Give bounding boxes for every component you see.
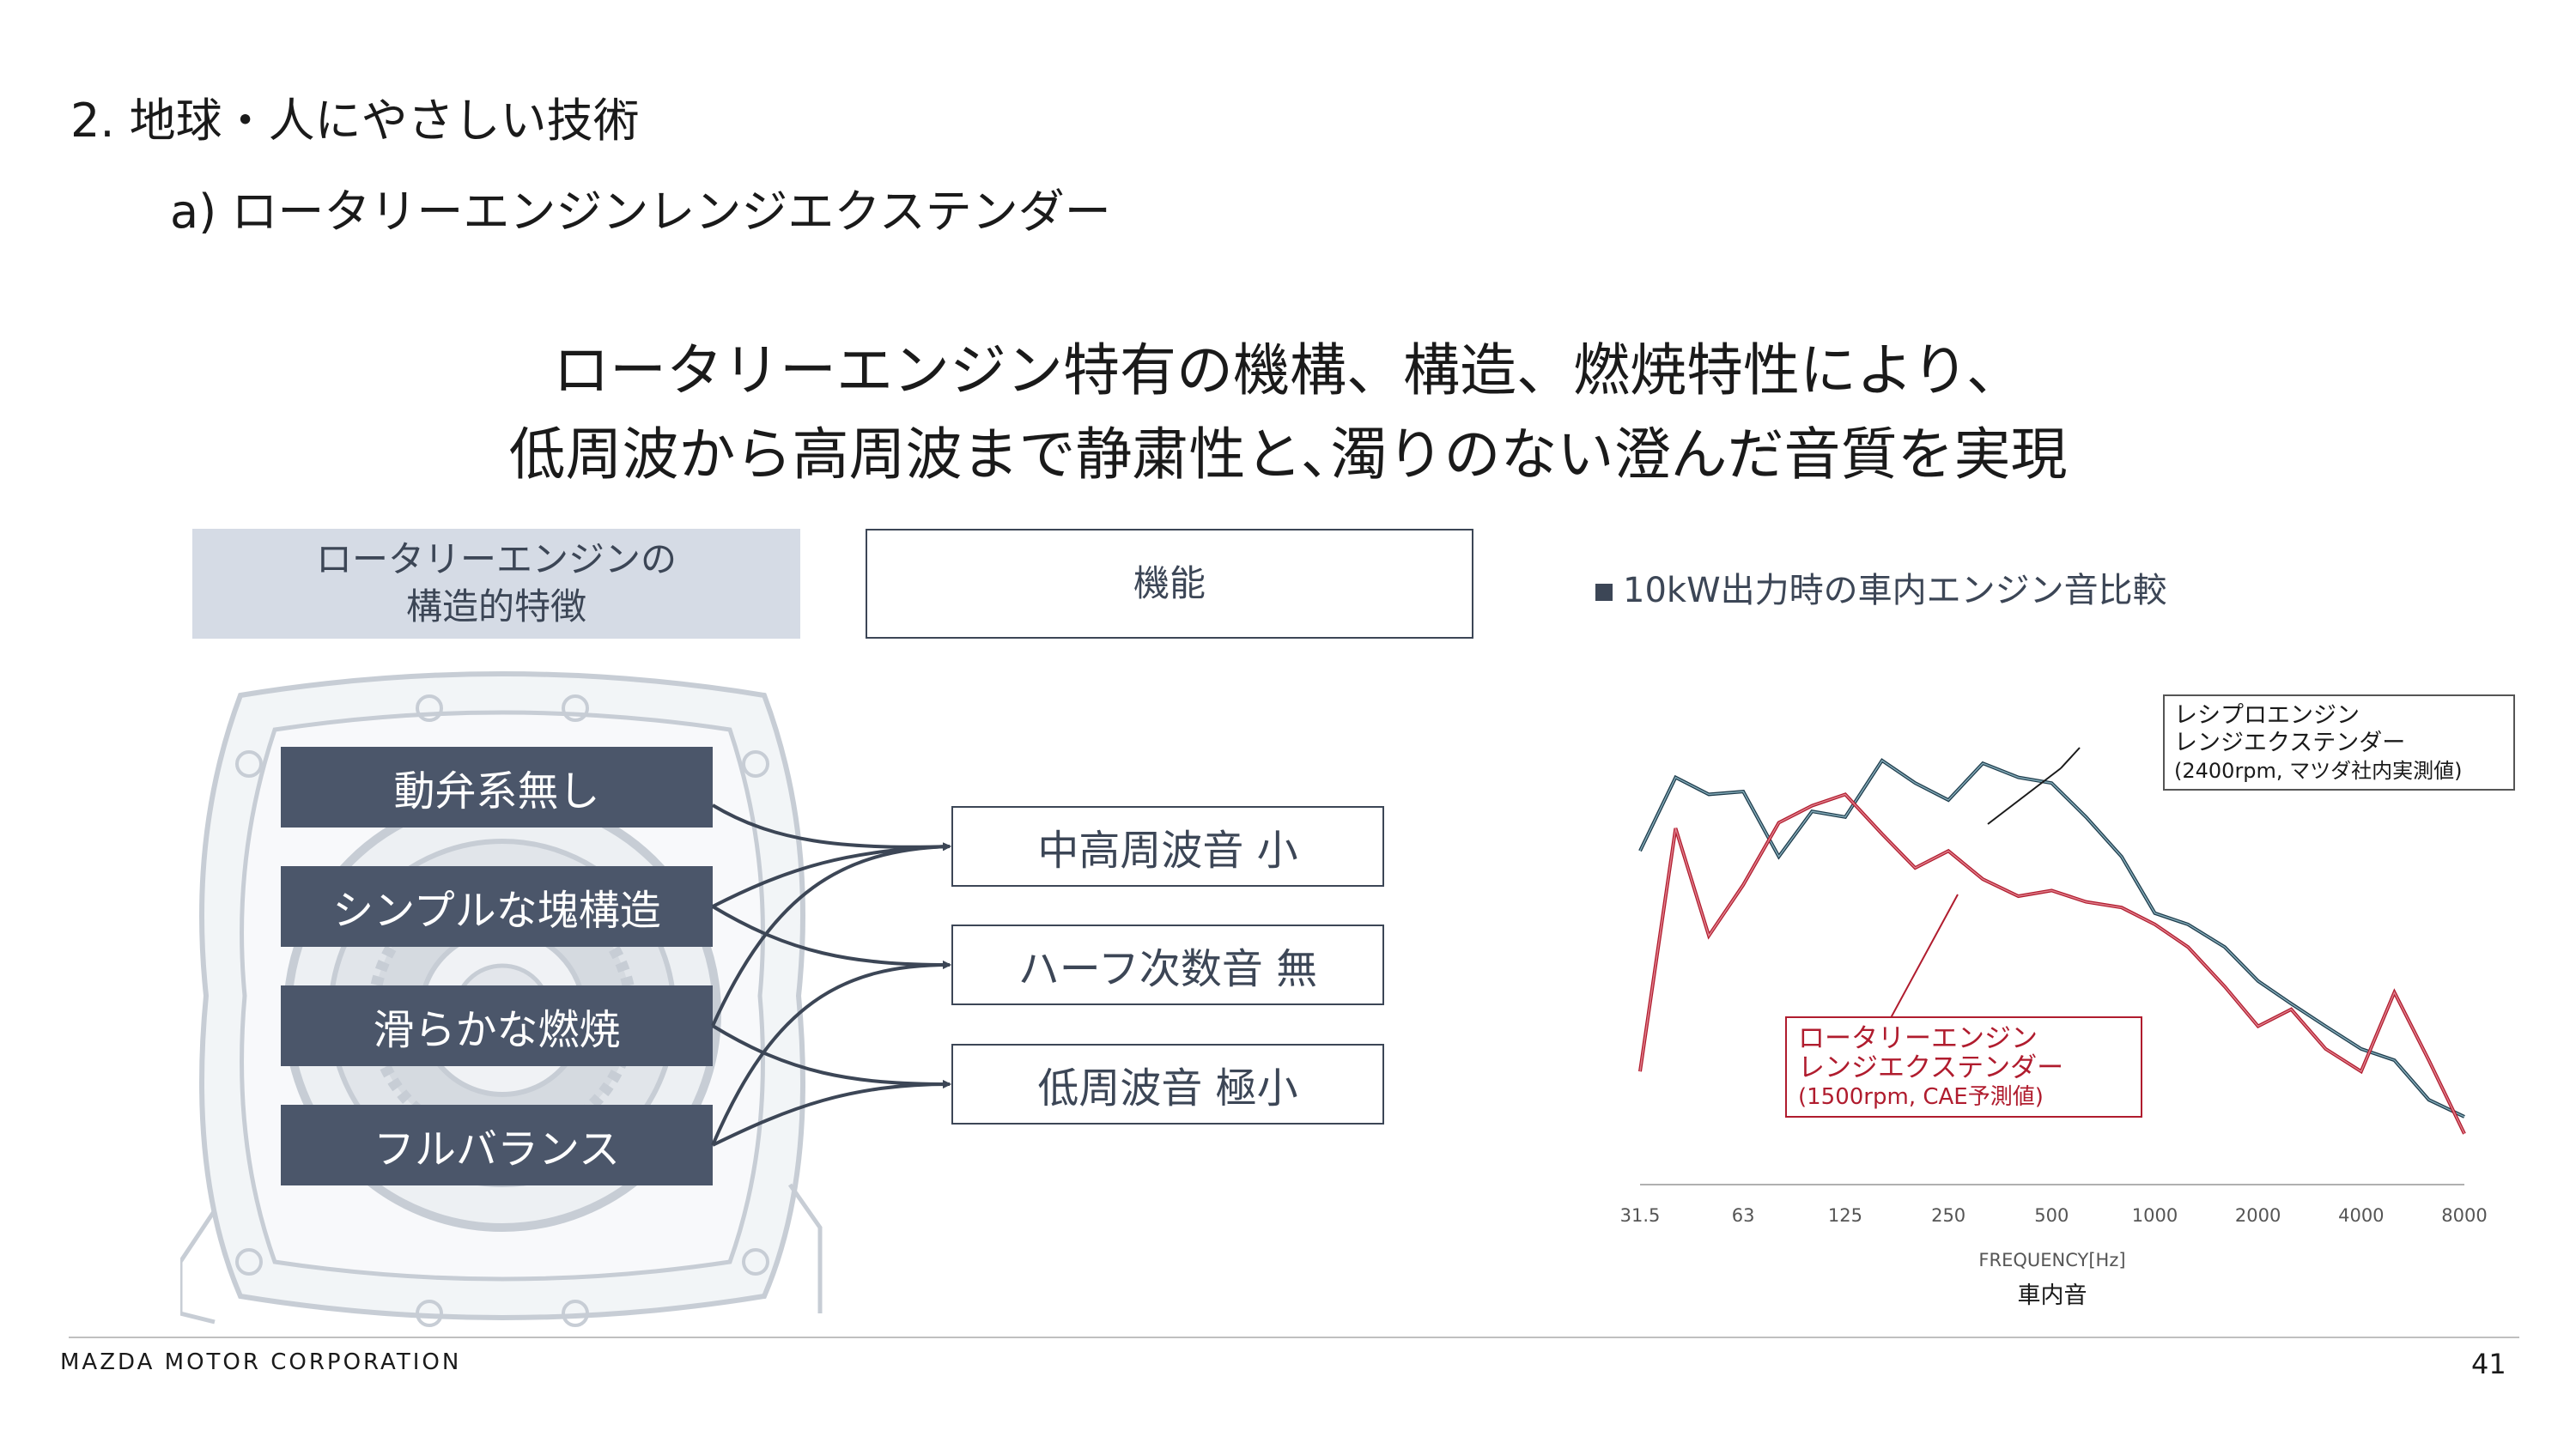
- series-recipro-highlight: [1639, 759, 2465, 1118]
- feature-simple-block-structure: シンプルな塊構造: [281, 866, 713, 947]
- rotary-label-line-1: ロータリーエンジン: [1798, 1023, 2038, 1054]
- feature-full-balance: フルバランス: [281, 1105, 713, 1185]
- x-tick-label-0: 31.5: [1620, 1205, 1661, 1226]
- x-tick-label-5: 1000: [2132, 1205, 2178, 1226]
- noise-comparison-chart: 31.5 63 125 250 500 1000 2000 4000 8000 レシプロエンジン…: [1620, 694, 2515, 1309]
- x-axis-label: FREQUENCY[Hz]: [1978, 1250, 2125, 1270]
- x-tick-label-4: 500: [2034, 1205, 2069, 1226]
- function-mid-high-freq-noise: 中高周波音 小: [951, 806, 1384, 887]
- recipro-leader-line: [2060, 747, 2081, 769]
- x-tick-label-1: 63: [1732, 1205, 1755, 1226]
- recipro-leader-line-2: [1987, 767, 2062, 825]
- function-header: 機能: [866, 529, 1473, 639]
- feature-smooth-combustion: 滑らかな燃焼: [281, 985, 713, 1066]
- x-tick-label-7: 4000: [2338, 1205, 2384, 1226]
- structure-header: ロータリーエンジンの 構造的特徴: [192, 529, 800, 639]
- rotary-leader-line: [1886, 894, 1959, 1027]
- feature-no-valvetrain: 動弁系無し: [281, 747, 713, 828]
- function-low-freq-noise: 低周波音 極小: [951, 1044, 1384, 1125]
- x-tick-label-3: 250: [1931, 1205, 1965, 1226]
- rotary-label-box: [1785, 1016, 2142, 1118]
- x-tick-label-8: 8000: [2441, 1205, 2487, 1226]
- recipro-label-box: [2163, 694, 2515, 791]
- rotary-label-line-2: レンジエクステンダー: [1798, 1052, 2063, 1083]
- recipro-label-line-2: レンジエクステンダー: [2174, 730, 2405, 756]
- chart-title: 10kW出力時の車内エンジン音比較: [1595, 562, 2167, 612]
- rotary-label-line-3: (1500rpm, CAE予測値): [1798, 1084, 2044, 1110]
- page-number: 41: [2471, 1348, 2506, 1380]
- x-axis-sublabel: 車内音: [2018, 1282, 2087, 1309]
- footer-company: MAZDA MOTOR CORPORATION: [60, 1349, 462, 1375]
- footer-divider: [69, 1337, 2519, 1338]
- square-bullet-icon: [1595, 584, 1613, 601]
- headline-line-2: 低周波から高周波まで静粛性と､濁りのない澄んだ音質を実現: [508, 421, 2068, 488]
- chart-title-text: 10kW出力時の車内エンジン音比較: [1623, 571, 2167, 610]
- structure-header-line-1: ロータリーエンジンの: [315, 538, 677, 581]
- x-tick-label-6: 2000: [2235, 1205, 2281, 1226]
- recipro-label-line-3: (2400rpm, マツダ社内実測値): [2174, 759, 2463, 783]
- headline-line-1: ロータリーエンジン特有の機構、構造、燃焼特性により、: [552, 337, 2024, 403]
- x-tick-label-2: 125: [1828, 1205, 1862, 1226]
- function-half-order-noise: ハーフ次数音 無: [951, 925, 1384, 1005]
- structure-header-line-2: 構造的特徴: [405, 585, 586, 627]
- section-title: 2. 地球・人にやさしい技術: [70, 94, 640, 148]
- subsection-title: a) ロータリーエンジンレンジエクステンダー: [170, 185, 1111, 239]
- series-rotary-highlight: [1639, 793, 2465, 1135]
- recipro-label-line-1: レシプロエンジン: [2174, 702, 2360, 729]
